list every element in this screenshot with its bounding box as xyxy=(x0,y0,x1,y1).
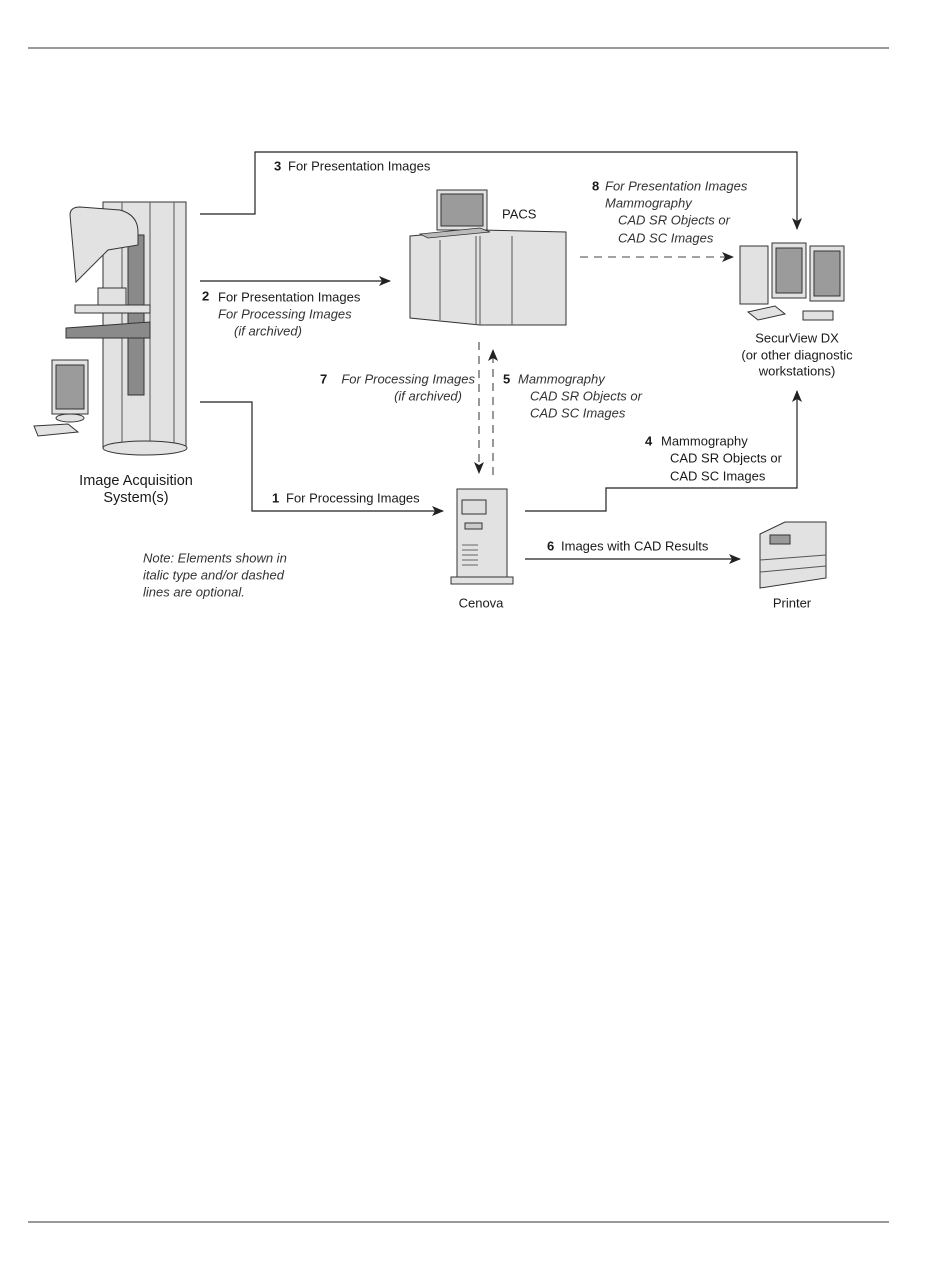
cenova-label: Cenova xyxy=(459,595,505,610)
flow-8-line2: Mammography xyxy=(605,195,693,210)
flow-5-line1: Mammography xyxy=(518,371,606,386)
flow-4-line1: Mammography xyxy=(661,433,748,448)
flow-8-line4: CAD SC Images xyxy=(618,230,714,245)
mammography-system-icon xyxy=(65,201,188,456)
securview-label-line1: SecurView DX xyxy=(755,330,839,345)
flow-7-line2: (if archived) xyxy=(394,388,462,403)
note-line1: Note: Elements shown in xyxy=(143,550,287,565)
flow-8-line3: CAD SR Objects or xyxy=(618,212,731,227)
flow-6-number: 6 xyxy=(547,538,554,553)
flow-6-label: Images with CAD Results xyxy=(561,538,709,553)
flow-1-number: 1 xyxy=(272,490,279,505)
flow-4-number: 4 xyxy=(645,433,653,448)
flow-3-number: 3 xyxy=(274,158,281,173)
cenova-server-icon xyxy=(450,488,514,585)
pacs-server-icon xyxy=(409,189,567,326)
flow-3-label: For Presentation Images xyxy=(288,158,431,173)
flow-7-line1: For Processing Images xyxy=(341,371,475,386)
printer-icon xyxy=(759,521,827,589)
flow-1-label: For Processing Images xyxy=(286,490,420,505)
printer-label: Printer xyxy=(773,595,812,610)
acquisition-label-line1: Image Acquisition xyxy=(79,473,193,489)
securview-label-line3: workstations) xyxy=(758,363,836,378)
flow-2-line3: (if archived) xyxy=(234,323,302,338)
acquisition-monitor-icon xyxy=(33,359,89,437)
flow-2-line1: For Presentation Images xyxy=(218,289,361,304)
flow-2-line2: For Processing Images xyxy=(218,306,352,321)
flow-8-number: 8 xyxy=(592,178,599,193)
securview-label-line2: (or other diagnostic xyxy=(741,347,853,362)
pacs-label: PACS xyxy=(502,206,537,221)
flow-2-number: 2 xyxy=(202,288,209,303)
flow-4-arrow xyxy=(525,390,802,512)
acquisition-label-line2: System(s) xyxy=(103,490,168,506)
note-line3: lines are optional. xyxy=(143,584,245,599)
flow-5-line2: CAD SR Objects or xyxy=(530,388,643,403)
flow-5-line3: CAD SC Images xyxy=(530,405,626,420)
flow-3-arrow xyxy=(200,151,802,230)
securview-workstation-icon xyxy=(739,242,845,321)
flow-4-line3: CAD SC Images xyxy=(670,468,766,483)
flow-4-line2: CAD SR Objects or xyxy=(670,450,783,465)
flow-1-arrow xyxy=(200,401,444,516)
flow-7-number: 7 xyxy=(320,371,327,386)
note-line2: italic type and/or dashed xyxy=(143,567,285,582)
flow-8-line1: For Presentation Images xyxy=(605,178,748,193)
flow-5-number: 5 xyxy=(503,371,510,386)
